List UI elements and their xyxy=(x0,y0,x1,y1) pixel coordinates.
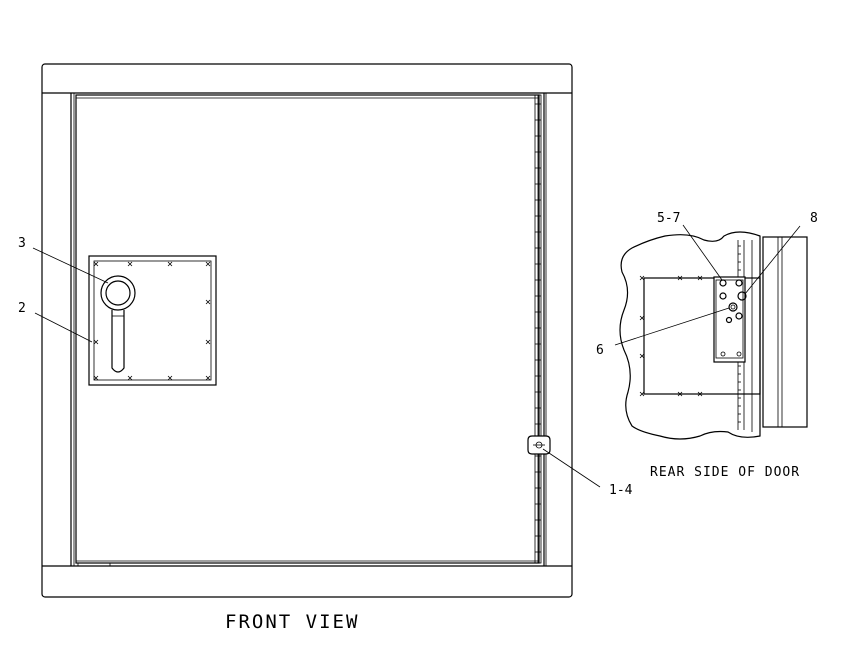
screw-icon xyxy=(697,391,703,397)
screw-icon xyxy=(93,375,99,381)
screw-icon xyxy=(677,275,683,281)
handle-bar xyxy=(111,310,125,373)
screw-icon xyxy=(93,339,99,345)
door-lock xyxy=(527,435,551,455)
leader-1-4 xyxy=(542,448,601,488)
screw-icon xyxy=(205,299,211,305)
callout-3: 3 xyxy=(18,236,26,251)
callout-2: 2 xyxy=(18,301,26,316)
handle-ring-outer xyxy=(100,275,136,311)
screw-icon xyxy=(127,375,133,381)
front-view: 3 2 1-4 FRONT VIEW xyxy=(18,63,633,633)
screw-icon xyxy=(127,261,133,267)
leader-3 xyxy=(32,247,109,284)
screw-icon xyxy=(167,375,173,381)
front-view-caption: FRONT VIEW xyxy=(225,611,359,633)
screw-icon xyxy=(639,391,645,397)
leader-5-7 xyxy=(682,224,723,281)
hinge xyxy=(534,94,542,564)
screw-icon xyxy=(205,339,211,345)
screw-icon xyxy=(697,275,703,281)
screw-icon xyxy=(93,261,99,267)
door-panel xyxy=(75,94,540,564)
screw-icon xyxy=(205,261,211,267)
frame-edge xyxy=(762,236,808,428)
rear-detail: 5-7 8 6 REAR SIDE OF DOOR xyxy=(596,211,818,480)
leader-6 xyxy=(614,307,730,346)
handle-ring-inner xyxy=(105,280,131,306)
screw-icon xyxy=(205,375,211,381)
screw-icon xyxy=(639,353,645,359)
leader-2 xyxy=(34,312,93,343)
leader-8 xyxy=(744,225,801,295)
outer-frame xyxy=(41,63,573,598)
screw-icon xyxy=(677,391,683,397)
screw-icon xyxy=(167,261,173,267)
rear-detail-caption: REAR SIDE OF DOOR xyxy=(650,465,800,480)
detail-break-outline xyxy=(619,231,761,440)
latch-plate xyxy=(88,255,217,386)
callout-8: 8 xyxy=(810,211,818,226)
latch-mechanism xyxy=(713,276,746,363)
screw-icon xyxy=(639,275,645,281)
callout-1-4: 1-4 xyxy=(609,483,633,498)
callout-6: 6 xyxy=(596,343,604,358)
callout-5-7: 5-7 xyxy=(657,211,680,226)
screw-icon xyxy=(639,315,645,321)
